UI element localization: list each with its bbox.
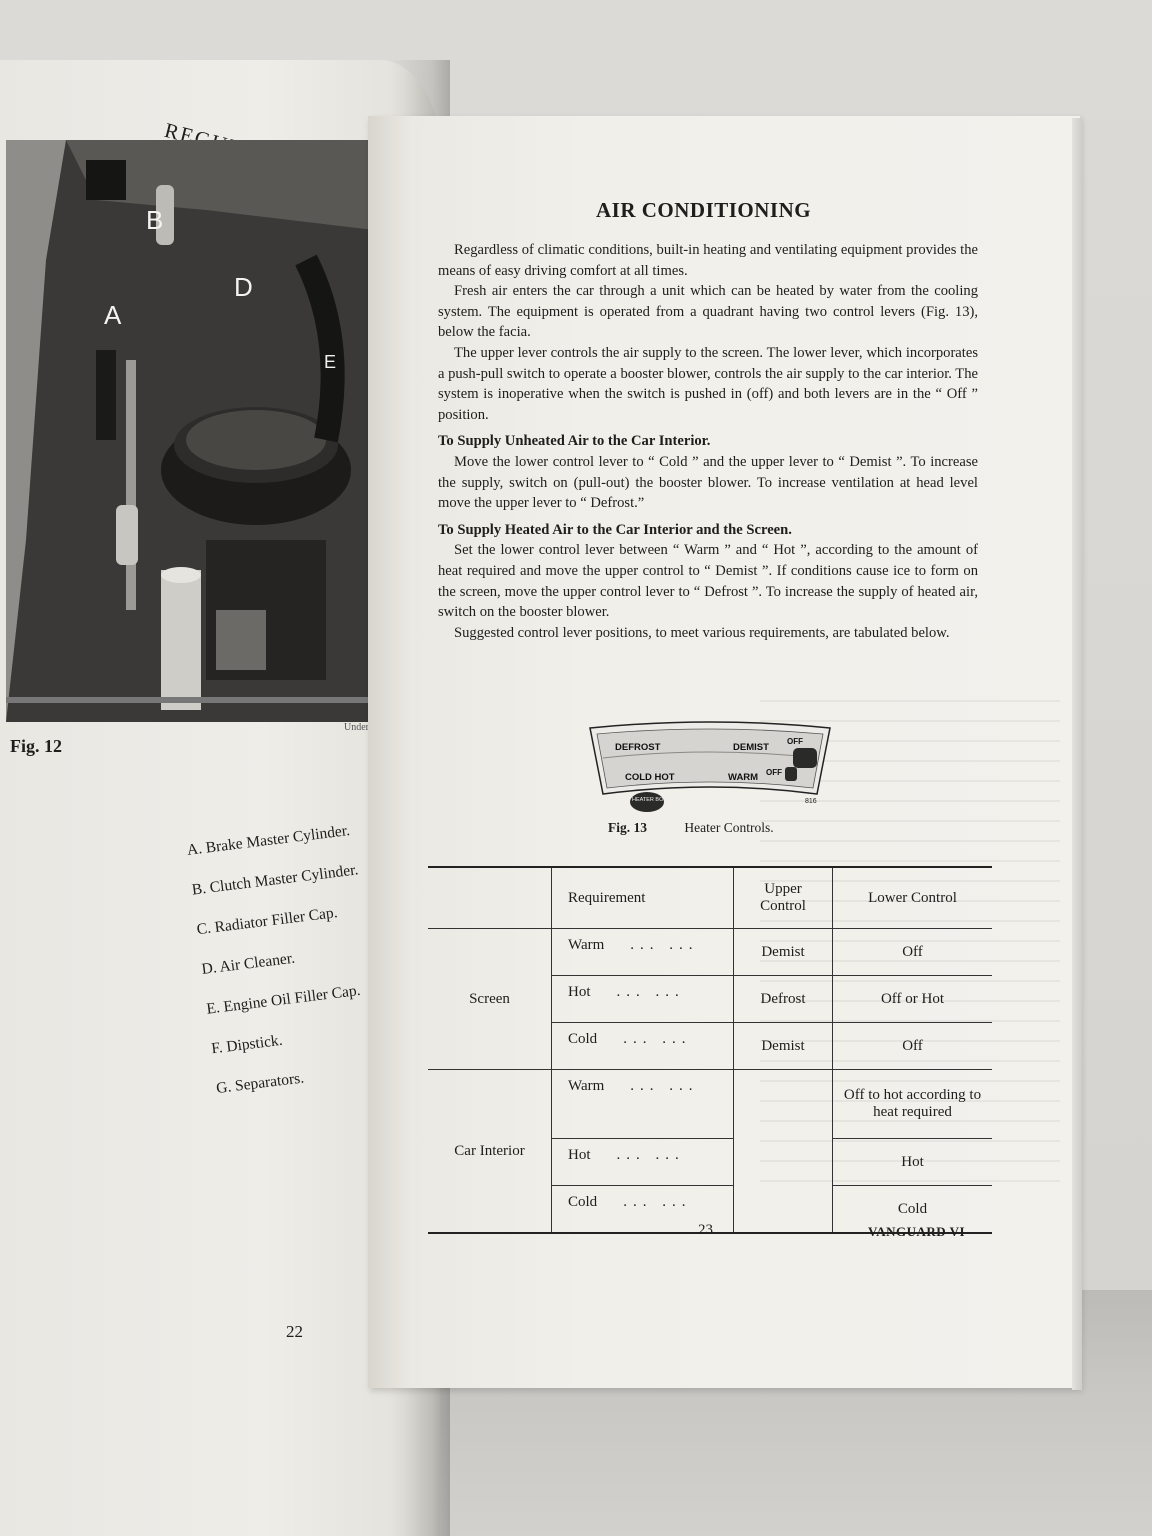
lower-cell: Hot — [832, 1138, 992, 1186]
lever-positions-table: Requirement Upper Control Lower Control … — [428, 866, 992, 1234]
left-page-number: 22 — [286, 1322, 303, 1341]
table-row: Screen Warm ... ... Demist Off — [428, 928, 992, 1070]
heater-label-cold-hot: COLD HOT — [625, 772, 675, 783]
heater-label-off-lower: OFF — [766, 768, 782, 777]
leader-dots: ... ... — [623, 1031, 692, 1047]
photo-label-d: D — [234, 272, 253, 302]
heater-label-demist: DEMIST — [733, 742, 769, 753]
figure-13-title: Heater Controls. — [684, 820, 774, 835]
paragraph: Set the lower control lever between “ Wa… — [438, 542, 978, 621]
photo-label-a: A — [104, 300, 122, 330]
requirement-label: Hot — [568, 1147, 591, 1163]
requirement-cell: Cold ... ... — [551, 1185, 734, 1234]
component-legend: A. Brake Master Cylinder. B. Clutch Mast… — [186, 822, 386, 1120]
paragraph: Regardless of climatic conditions, built… — [438, 242, 978, 279]
requirement-label: Cold — [568, 1194, 598, 1210]
requirement-cell: Warm ... ... — [551, 1069, 734, 1139]
group-cell: Screen — [428, 928, 552, 1070]
figure-12-label: Fig. 12 — [10, 736, 62, 756]
photo-label-e: E — [324, 352, 337, 372]
figure-code: 816 — [805, 798, 817, 805]
requirement-label: Warm — [568, 937, 605, 953]
upper-cell: Demist — [733, 1022, 833, 1070]
leader-dots: ... ... — [623, 1194, 692, 1210]
paragraph: Fresh air enters the car through a unit … — [438, 283, 978, 341]
table-row: Cold ... ... Demist Off — [428, 1022, 992, 1070]
upper-lever-knob — [793, 748, 817, 768]
lower-cell: Off or Hot — [832, 975, 992, 1023]
lower-cell: Off — [832, 1022, 992, 1070]
figure-13-caption: Fig. 13 Heater Controls. — [608, 820, 774, 836]
body-text: Regardless of climatic conditions, built… — [438, 240, 978, 643]
heater-label-off-upper: OFF — [787, 737, 803, 746]
table-header-row: Requirement Upper Control Lower Control — [428, 866, 992, 929]
lower-cell: Off to hot according to heat required — [832, 1069, 992, 1139]
engine-bay-illustration — [6, 140, 374, 722]
paragraph: Move the lower control lever to “ Cold ”… — [438, 453, 978, 512]
requirement-label: Hot — [568, 984, 591, 1000]
photo-caption: Under bonn — [344, 722, 392, 733]
lower-cell: Off — [832, 928, 992, 976]
table-header-group — [428, 866, 552, 929]
heater-label-warm: WARM — [728, 772, 758, 783]
heater-label-defrost: DEFROST — [615, 742, 661, 753]
paragraph: The upper lever controls the air supply … — [438, 344, 978, 423]
leader-dots: ... ... — [616, 1147, 685, 1163]
right-page-number: 23 — [698, 1222, 713, 1238]
section-heading: To Supply Heated Air to the Car Interior… — [438, 521, 792, 538]
table-row: Hot ... ... Hot — [428, 1138, 992, 1186]
paragraph: Suggested control lever positions, to me… — [454, 624, 950, 641]
requirement-cell: Warm ... ... — [551, 928, 734, 976]
requirement-cell: Hot ... ... — [551, 1138, 734, 1186]
table-row: Car Interior Warm ... ... Off to hot acco… — [428, 1069, 992, 1234]
table-header-upper: Upper Control — [733, 866, 833, 929]
page-title: AIR CONDITIONING — [596, 198, 812, 222]
booster-switch-label: HEATER BOOST — [632, 797, 675, 803]
requirement-cell: Hot ... ... — [551, 975, 734, 1023]
table-row: Cold ... ... Cold — [428, 1185, 992, 1234]
engine-bay-photo: B A D E — [6, 140, 374, 722]
heater-control-panel: DEFROST DEMIST OFF COLD HOT WARM OFF HEA… — [589, 721, 831, 812]
group-cell: Car Interior — [428, 1069, 552, 1234]
leader-dots: ... ... — [616, 984, 685, 1000]
lower-cell: Cold — [832, 1185, 992, 1234]
lower-lever-knob — [785, 767, 797, 781]
upper-cell: Defrost — [733, 975, 833, 1023]
table-header-lower: Lower Control — [832, 866, 992, 929]
table-header-requirement: Requirement — [551, 866, 734, 929]
requirement-label: Warm — [568, 1078, 605, 1094]
requirement-cell: Cold ... ... — [551, 1022, 734, 1070]
book-footer-title: VANGUARD VI — [868, 1224, 966, 1239]
section-heading: To Supply Unheated Air to the Car Interi… — [438, 433, 711, 450]
requirement-label: Cold — [568, 1031, 598, 1047]
leader-dots: ... ... — [630, 937, 699, 953]
page-edge — [1072, 118, 1082, 1390]
figure-13-label: Fig. 13 — [608, 820, 647, 835]
upper-cell — [733, 1069, 833, 1234]
booster-switch-knob — [630, 792, 664, 812]
photo-label-b: B — [146, 205, 164, 235]
leader-dots: ... ... — [630, 1078, 699, 1094]
upper-cell: Demist — [733, 928, 833, 976]
